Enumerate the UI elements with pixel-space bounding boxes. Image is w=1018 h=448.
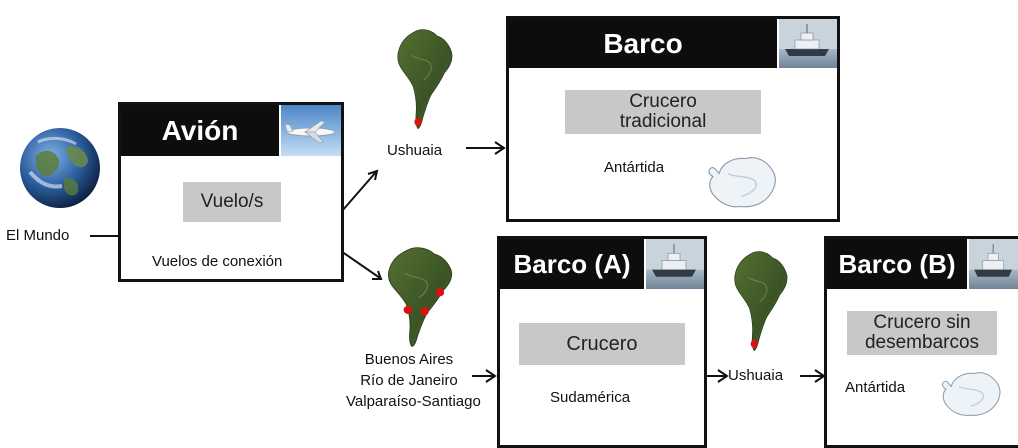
airplane-photo bbox=[279, 105, 341, 156]
south-america-map-icon bbox=[394, 28, 454, 130]
globe-icon bbox=[18, 126, 102, 210]
ship-b-box: Barco (B) Crucero sin desembarcos Antárt… bbox=[824, 236, 1018, 448]
route-cities: Buenos Aires Río de Janeiro Valparaíso-S… bbox=[346, 349, 481, 412]
city-buenos-aires: Buenos Aires bbox=[364, 351, 454, 368]
ship-a-box-header: Barco (A) bbox=[500, 239, 704, 289]
ship-option-line2: tradicional bbox=[619, 111, 707, 132]
antarctica-map-icon bbox=[705, 151, 781, 211]
plane-box-header: Avión bbox=[121, 105, 341, 156]
south-america-map-icon bbox=[731, 250, 789, 352]
ship-b-destination: Antártida bbox=[845, 379, 906, 396]
plane-note: Vuelos de conexión bbox=[152, 253, 283, 270]
plane-box-title: Avión bbox=[161, 114, 239, 146]
ship-a-option: Crucero bbox=[519, 323, 685, 365]
ship-photo bbox=[967, 239, 1018, 289]
origin-label: El Mundo bbox=[6, 227, 70, 244]
ship-b-option: Crucero sin desembarcos bbox=[847, 311, 997, 355]
ship-box: Barco Crucero tradicional Antártida bbox=[506, 16, 840, 222]
ship-photo bbox=[777, 19, 837, 68]
city-valparaiso-santiago: Valparaíso-Santiago bbox=[346, 393, 481, 410]
ship-a-box: Barco (A) Crucero Sudamérica bbox=[497, 236, 707, 448]
ship-destination: Antártida bbox=[604, 159, 665, 176]
transfer-ushuaia-label: Ushuaia bbox=[728, 367, 784, 384]
plane-option: Vuelo/s bbox=[183, 182, 281, 222]
ship-option-line1: Crucero bbox=[629, 91, 697, 113]
ship-option: Crucero tradicional bbox=[565, 90, 761, 134]
ship-a-destination: Sudamérica bbox=[550, 389, 631, 406]
city-rio-de-janeiro: Río de Janeiro bbox=[360, 372, 458, 389]
ushuaia-label: Ushuaia bbox=[387, 142, 443, 159]
south-america-map-icon bbox=[384, 246, 454, 348]
ship-b-option-line1: Crucero sin bbox=[873, 312, 971, 334]
ship-b-option-line2: desembarcos bbox=[864, 332, 980, 353]
plane-box: Avión Vuelo/s bbox=[118, 102, 344, 282]
ship-b-box-title: Barco (B) bbox=[838, 248, 956, 279]
ship-b-box-header: Barco (B) bbox=[827, 239, 1018, 289]
ship-photo bbox=[644, 239, 704, 289]
ship-a-box-title: Barco (A) bbox=[513, 248, 631, 279]
ship-box-title: Barco bbox=[603, 27, 683, 59]
antarctica-map-icon bbox=[939, 367, 1005, 419]
ship-box-header: Barco bbox=[509, 19, 837, 68]
